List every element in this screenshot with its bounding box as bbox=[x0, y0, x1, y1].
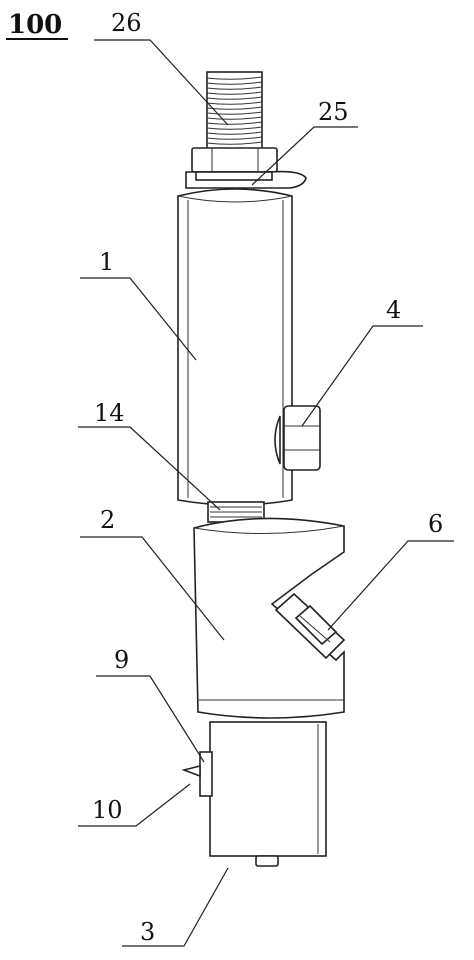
label-25: 25 bbox=[318, 98, 349, 126]
label-2: 2 bbox=[100, 506, 115, 534]
upper-cylinder-body bbox=[177, 188, 293, 506]
leader-lines bbox=[78, 39, 454, 947]
lower-sleeve bbox=[209, 721, 327, 867]
thread-line bbox=[206, 86, 263, 90]
label-3: 3 bbox=[140, 918, 155, 946]
angled-screw bbox=[274, 592, 346, 660]
thread-line bbox=[206, 136, 263, 140]
thread-line bbox=[206, 81, 263, 85]
thread-line bbox=[206, 76, 263, 80]
connecting-thread bbox=[207, 501, 265, 523]
thread-line bbox=[206, 121, 263, 125]
side-hex-screw bbox=[274, 405, 321, 471]
thread-line bbox=[206, 101, 263, 105]
thread-line bbox=[206, 106, 263, 110]
side-pin bbox=[181, 764, 201, 778]
thread-line bbox=[206, 91, 263, 95]
thread-line bbox=[206, 116, 263, 120]
thread-line bbox=[206, 96, 263, 100]
label-1: 1 bbox=[99, 248, 114, 276]
hex-nut bbox=[191, 147, 278, 173]
label-6: 6 bbox=[428, 510, 443, 538]
thread-line bbox=[206, 111, 263, 115]
label-26: 26 bbox=[111, 9, 142, 37]
thread-line bbox=[206, 126, 263, 130]
thread-line bbox=[206, 131, 263, 135]
thread-line bbox=[206, 141, 263, 145]
figure-number: 100 bbox=[8, 10, 62, 40]
label-9: 9 bbox=[114, 646, 129, 674]
label-4: 4 bbox=[386, 296, 401, 324]
label-10: 10 bbox=[92, 796, 123, 824]
washer-plate bbox=[185, 170, 307, 189]
label-14: 14 bbox=[94, 399, 125, 427]
